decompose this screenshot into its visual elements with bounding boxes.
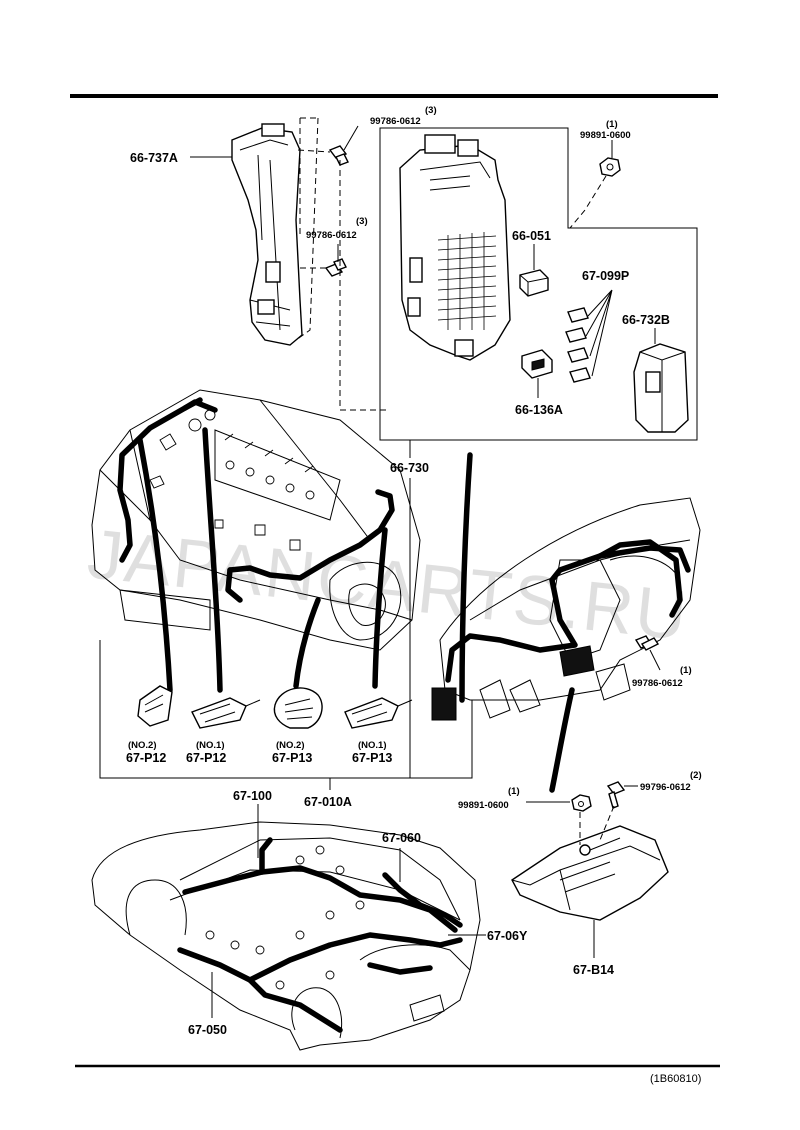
label-67-050: 67-050	[188, 1023, 227, 1037]
nut-icon	[599, 157, 621, 177]
harness-lead-p12-no1	[202, 427, 223, 693]
connector-p13-no2-drawing	[273, 687, 323, 729]
label-67-b14: 67-B14	[573, 963, 614, 977]
label-67-06y: 67-06Y	[487, 929, 528, 943]
label-67-100: 67-100	[233, 789, 272, 803]
bolt-dash-qty: (1)	[680, 665, 692, 676]
label-66-737a: 66-737A	[130, 151, 178, 165]
leader-bolt-dash	[649, 649, 661, 671]
dashed-lines	[297, 149, 390, 411]
label-66-136a: 66-136A	[515, 403, 563, 417]
nut-top-qty: (1)	[606, 119, 618, 130]
dashboard-drawing	[431, 497, 701, 721]
label-p13-no2-qty: (NO.2)	[276, 740, 305, 751]
harness-lead-p13-no1	[372, 527, 388, 689]
connector-p13-no1-drawing	[344, 697, 413, 729]
nut-b14-qty: (1)	[508, 786, 520, 797]
harness-lead-b14	[549, 687, 575, 793]
engine-bay-drawing	[91, 389, 421, 651]
label-66-051: 66-051	[512, 229, 551, 243]
bolt-mid-pn: 99786-0612	[306, 230, 357, 241]
label-p13-no2: 67-P13	[272, 751, 312, 765]
label-p12-no2-qty: (NO.2)	[128, 740, 157, 751]
label-p12-no1-qty: (NO.1)	[196, 740, 225, 751]
bolt-top-pn: 99786-0612	[370, 116, 421, 127]
label-67-010a: 67-010A	[304, 795, 352, 809]
dashed-lines	[599, 805, 615, 841]
nut-b14-pn: 99891-0600	[458, 800, 509, 811]
nut-icon	[571, 794, 592, 812]
label-67-060: 67-060	[382, 831, 421, 845]
label-p12-no1: 67-P12	[186, 751, 226, 765]
relay-66-051-drawing	[519, 269, 549, 297]
car-body-drawing	[91, 821, 481, 1051]
fuse-box-drawing	[399, 134, 511, 361]
fuse-67-099p-drawing	[565, 307, 591, 383]
bracket-66-737a-drawing	[231, 123, 303, 346]
diagram-code: (1B60810)	[650, 1073, 701, 1085]
leader-67-099p	[585, 289, 613, 377]
harness-lead-p13-no2	[293, 597, 321, 689]
bolt-top-qty: (3)	[425, 105, 437, 116]
bolt-b14-pn: 99796-0612	[640, 782, 691, 793]
label-p13-no1-qty: (NO.1)	[358, 740, 387, 751]
bolt-mid-qty: (3)	[356, 216, 368, 227]
bracket-67-b14-drawing	[511, 825, 669, 921]
nut-top-pn: 99891-0600	[580, 130, 631, 141]
bolt-b14-qty: (2)	[690, 770, 702, 781]
connector-p12-no2-drawing	[137, 685, 173, 727]
label-p13-no1: 67-P13	[352, 751, 392, 765]
dashed-lines	[295, 117, 319, 341]
label-p12-no2: 67-P12	[126, 751, 166, 765]
bolt-icon	[634, 635, 660, 651]
harness-lead-66-730	[459, 452, 473, 703]
dashed-lines	[569, 175, 607, 229]
fuse-box-frame	[379, 127, 698, 441]
harness-lead-p12-no2	[137, 437, 173, 693]
watermark: JAPANCARTS.RU	[84, 514, 692, 655]
bolt-dash-pn: 99786-0612	[632, 678, 683, 689]
bolt-icon	[324, 258, 347, 277]
bracket-67-010a	[99, 640, 473, 779]
relay-66-136a-drawing	[521, 349, 553, 379]
leader-bolt-top	[343, 125, 359, 151]
label-66-732b: 66-732B	[622, 313, 670, 327]
bolt-icon	[328, 145, 349, 166]
label-67-099p: 67-099P	[582, 269, 629, 283]
connector-p12-no1-drawing	[191, 697, 261, 729]
label-66-730: 66-730	[390, 461, 429, 475]
cover-66-732b-drawing	[633, 343, 689, 433]
bolt-icon	[606, 781, 626, 809]
